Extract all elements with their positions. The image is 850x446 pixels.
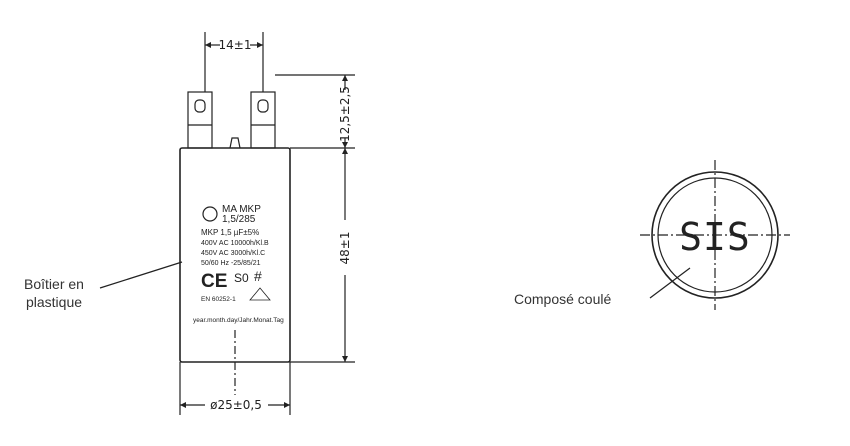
manufacturer-logo-icon — [202, 206, 218, 222]
housing-label-line2: plastique — [25, 294, 83, 310]
dim-terminal-spacing: 14±1 — [219, 38, 252, 52]
marking-400v: 400V AC 10000h/Kl.B — [201, 240, 269, 247]
marking-rating: 1,5/285 — [222, 214, 256, 225]
top-view-circle — [651, 171, 779, 299]
compound-label: Composé coulé — [514, 291, 612, 307]
hash-icon: # — [254, 268, 262, 284]
marking-capacitance: MKP 1,5 µF±5% — [201, 228, 259, 237]
housing-label: Boîtier en plastique — [8, 275, 100, 311]
ce-mark-icon: CE — [201, 271, 227, 292]
marking-frequency: 50/60 Hz -25/85/21 — [201, 260, 261, 267]
dim-body-height: 48±1 — [338, 232, 352, 265]
marking-brand: MA MKP — [222, 204, 261, 215]
dim-diameter: ø25±0,5 — [210, 398, 262, 412]
dim-terminal-height: 12,5±2,5 — [338, 86, 352, 142]
terminal-right — [250, 91, 276, 149]
marking-date-format: year.month.day/Jahr.Monat.Tag — [193, 317, 284, 324]
ove-mark-icon — [249, 287, 271, 301]
capacitor-marking: MA MKP 1,5/285 MKP 1,5 µF±5% 400V AC 100… — [193, 204, 284, 324]
top-view-code: SIS — [679, 215, 751, 259]
marking-450v: 450V AC 3000h/Kl.C — [201, 250, 265, 257]
marking-standard: EN 60252-1 — [201, 296, 236, 303]
terminal-left — [187, 91, 213, 149]
housing-label-line1: Boîtier en — [24, 276, 84, 292]
marking-s0: S0 — [234, 271, 249, 285]
